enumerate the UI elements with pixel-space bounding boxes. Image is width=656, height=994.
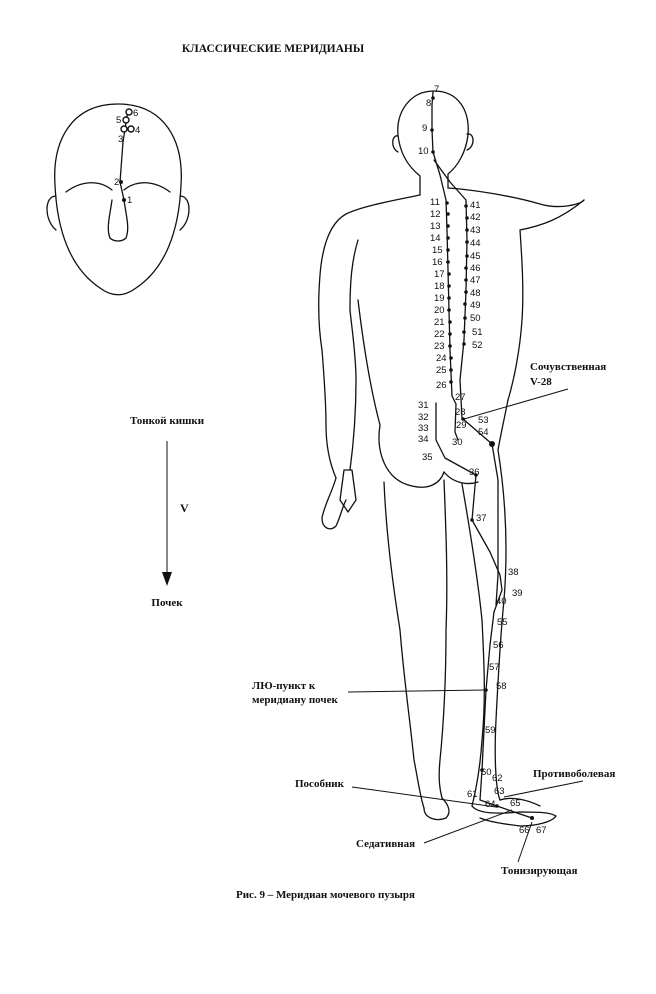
- point-28: 28: [455, 407, 466, 418]
- point-50: 50: [470, 313, 481, 324]
- head-num-5: 5: [116, 115, 121, 126]
- point-46: 46: [470, 263, 481, 274]
- point-10: 10: [418, 146, 429, 157]
- point-12: 12: [430, 209, 441, 220]
- point-62: 62: [492, 773, 503, 784]
- point-64: 64: [485, 799, 496, 810]
- head-num-4: 4: [135, 125, 140, 136]
- point-21: 21: [434, 317, 445, 328]
- sympathetic-code-label: V-28: [530, 376, 552, 388]
- meridian-code-label: V: [180, 501, 189, 515]
- point-61: 61: [467, 789, 478, 800]
- point-66: 66: [519, 825, 530, 836]
- point-23: 23: [434, 341, 445, 352]
- point-34: 34: [418, 434, 429, 445]
- point-numbers: 7 8 9 10 11 12 13 14 15 16 17 18 19 20 2…: [418, 84, 547, 836]
- point-8: 8: [426, 98, 431, 109]
- point-40: 40: [496, 596, 507, 607]
- point-31: 31: [418, 400, 429, 411]
- point-15: 15: [432, 245, 443, 256]
- point-39: 39: [512, 588, 523, 599]
- point-20: 20: [434, 305, 445, 316]
- point-36: 36: [469, 467, 480, 478]
- point-29: 29: [456, 420, 467, 431]
- bladder-meridian-path: [431, 91, 533, 819]
- meridian-points: [430, 96, 534, 820]
- point-18: 18: [434, 281, 445, 292]
- point-51: 51: [472, 327, 483, 338]
- point-65: 65: [510, 798, 521, 809]
- point-47: 47: [470, 275, 481, 286]
- point-41: 41: [470, 200, 481, 211]
- head-num-2: 2: [114, 177, 119, 188]
- point-57: 57: [489, 662, 500, 673]
- point-19: 19: [434, 293, 445, 304]
- point-16: 16: [432, 257, 443, 268]
- point-32: 32: [418, 412, 429, 423]
- point-30: 30: [452, 437, 463, 448]
- point-7: 7: [434, 84, 439, 95]
- callouts: Сочувственная V-28 ЛЮ-пункт к меридиану …: [252, 361, 615, 877]
- point-26: 26: [436, 380, 447, 391]
- helper-label: Пособник: [295, 778, 345, 790]
- luo-point-label-line1: ЛЮ-пункт к: [252, 680, 316, 692]
- point-11: 11: [430, 197, 440, 208]
- point-63: 63: [494, 786, 505, 797]
- head-point-3: [120, 125, 128, 133]
- point-27: 27: [455, 392, 466, 403]
- head-point-5: [122, 116, 130, 124]
- analgesic-label: Противоболевая: [533, 768, 615, 780]
- point-48: 48: [470, 288, 481, 299]
- head-num-3: 3: [118, 134, 123, 145]
- sedative-label: Седативная: [356, 838, 415, 850]
- point-53: 53: [478, 415, 489, 426]
- point-13: 13: [430, 221, 441, 232]
- head-point-1: [122, 198, 126, 202]
- point-42: 42: [470, 212, 481, 223]
- point-37: 37: [476, 513, 487, 524]
- body-back-view: [318, 90, 585, 827]
- point-14: 14: [430, 233, 441, 244]
- flow-to-label: Почек: [151, 597, 183, 609]
- flow-from-label: Тонкой кишки: [130, 415, 205, 427]
- point-38: 38: [508, 567, 519, 578]
- point-33: 33: [418, 423, 429, 434]
- sympathetic-label: Сочувственная: [530, 361, 606, 373]
- point-24: 24: [436, 353, 447, 364]
- point-59: 59: [485, 725, 496, 736]
- point-45: 45: [470, 251, 481, 262]
- point-44: 44: [470, 238, 481, 249]
- point-67: 67: [536, 825, 547, 836]
- figure-caption: Рис. 9 – Меридиан мочевого пузыря: [236, 889, 415, 901]
- point-25: 25: [436, 365, 447, 376]
- point-56: 56: [493, 640, 504, 651]
- head-front-view: 1 2 3 4 5 6: [46, 103, 190, 296]
- point-52: 52: [472, 340, 483, 351]
- head-num-1: 1: [127, 195, 132, 206]
- tonifying-label: Тонизирующая: [501, 865, 577, 877]
- meridian-flow: Тонкой кишки V Почек: [130, 415, 205, 609]
- head-num-6: 6: [133, 108, 138, 119]
- point-60: 60: [481, 767, 492, 778]
- head-point-2: [119, 180, 123, 184]
- point-22: 22: [434, 329, 445, 340]
- point-58: 58: [496, 681, 507, 692]
- head-point-4: [127, 125, 135, 133]
- figure-title: КЛАССИЧЕСКИЕ МЕРИДИАНЫ: [182, 43, 365, 55]
- point-43: 43: [470, 225, 481, 236]
- point-49: 49: [470, 300, 481, 311]
- point-54: 54: [478, 427, 489, 438]
- point-55: 55: [497, 617, 508, 628]
- luo-point-label-line2: меридиану почек: [252, 694, 338, 706]
- point-17: 17: [434, 269, 445, 280]
- head-point-6: [125, 108, 133, 116]
- point-35: 35: [422, 452, 433, 463]
- point-9: 9: [422, 123, 427, 134]
